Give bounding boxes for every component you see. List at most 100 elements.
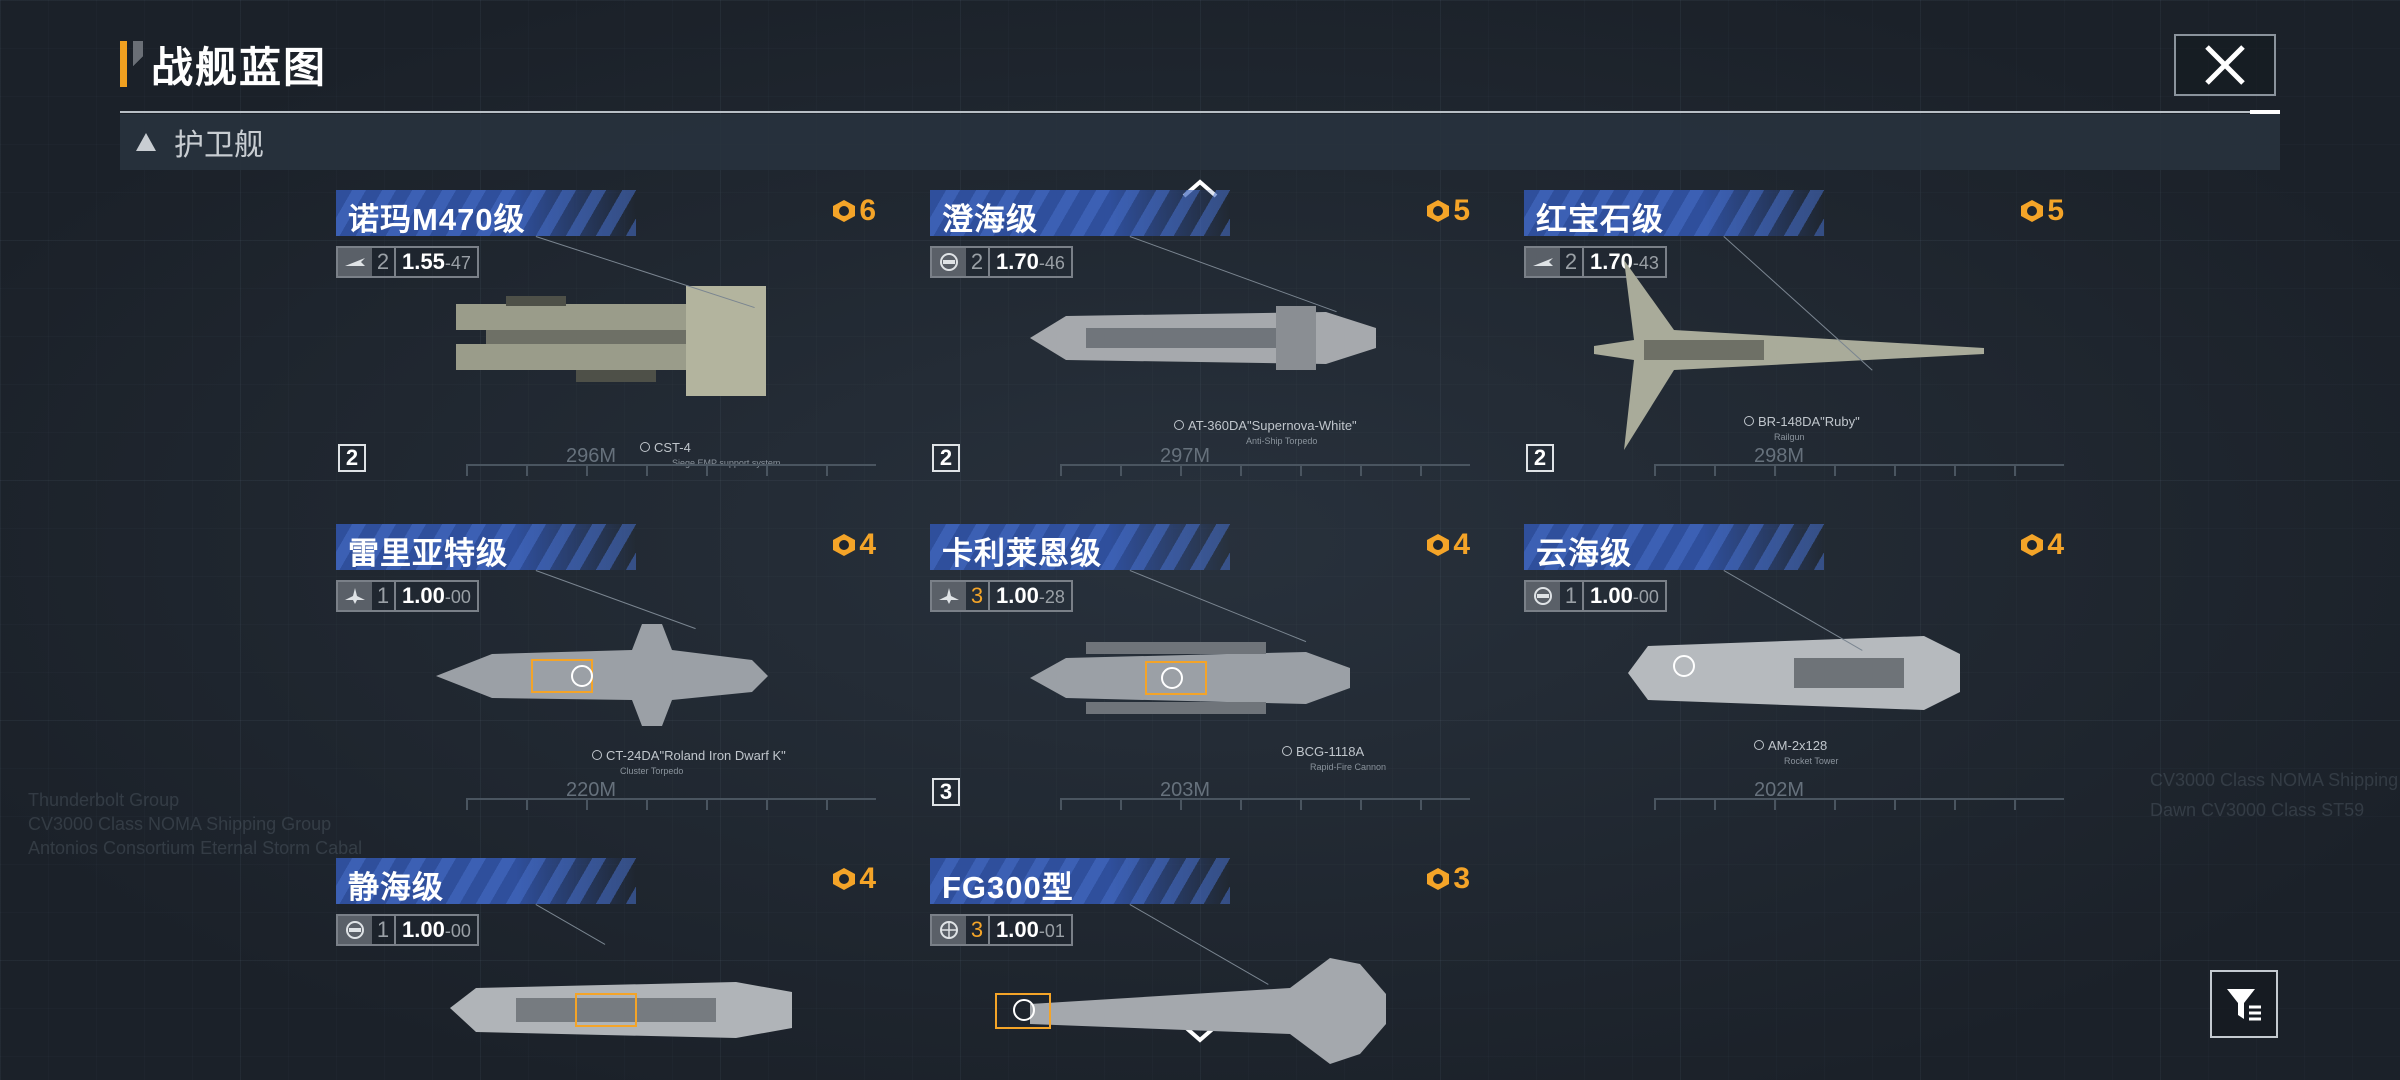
ship-length: 296M xyxy=(566,445,617,467)
ship-blueprint-image xyxy=(1030,306,1376,370)
ship-level: 2 xyxy=(966,248,990,276)
ship-name-banner xyxy=(336,524,636,570)
title-accent-bar xyxy=(120,41,127,87)
ship-name: 红宝石级 xyxy=(1536,202,1664,237)
ship-level: 1 xyxy=(372,916,396,944)
ship-length: 203M xyxy=(1160,779,1211,801)
weapon-type: Rapid-Fire Cannon xyxy=(1310,762,1387,772)
ship-name-banner xyxy=(336,858,636,904)
ship-level: 3 xyxy=(966,916,990,944)
ship-name-banner xyxy=(930,524,1230,570)
command-point-icon xyxy=(2021,534,2044,556)
cost-badge: 4 xyxy=(2019,528,2064,562)
ship-blueprint-image xyxy=(436,624,768,726)
jet-icon xyxy=(1526,248,1560,276)
scale-ticks xyxy=(1060,466,1470,476)
weapon-name: CST-4 xyxy=(654,440,691,455)
cost-value: 5 xyxy=(2047,194,2064,227)
ratio-sub: -01 xyxy=(1038,921,1065,941)
ship-blueprint-image xyxy=(995,958,1386,1064)
close-button[interactable] xyxy=(2174,34,2276,96)
ship-blueprint-image xyxy=(1594,260,1984,450)
ship-level: 1 xyxy=(1560,582,1584,610)
weapon-type: Siege EMP support system xyxy=(672,458,781,468)
ship-stats: 3 1.00-28 xyxy=(930,580,1073,612)
ship-stats: 2 1.70-43 xyxy=(1524,246,1667,278)
ship-stats: 1 1.00-00 xyxy=(1524,580,1667,612)
ship-ratio: 1.55-47 xyxy=(396,248,477,276)
ship-blueprint-image xyxy=(1628,636,1960,710)
cost-value: 4 xyxy=(859,862,876,895)
ship-name-banner xyxy=(1524,190,1824,236)
weapon-name: CT-24DA"Roland Iron Dwarf K" xyxy=(606,748,786,763)
ship-card[interactable]: FG300型 3 3 1.00-01 xyxy=(930,858,1470,1080)
ship-level: 2 xyxy=(1560,248,1584,276)
ship-card[interactable]: 澄海级 5 2 1.70-46 AT-360DA"Supernova-White… xyxy=(930,190,1470,490)
scale-baseline xyxy=(1654,464,2064,466)
weapon-type: Railgun xyxy=(1774,432,1805,442)
close-icon xyxy=(2205,45,2245,85)
ratio-sub: -47 xyxy=(444,253,471,273)
leader-line xyxy=(535,904,606,945)
category-label: 护卫舰 xyxy=(174,129,264,162)
scale-baseline xyxy=(1654,798,2064,800)
scale-ticks xyxy=(1654,466,2064,476)
scale-baseline xyxy=(1060,798,1470,800)
category-header[interactable]: 护卫舰 xyxy=(120,114,2280,170)
scale-ticks xyxy=(1060,800,1470,810)
rank-badge: 2 xyxy=(1526,444,1554,472)
scale-baseline xyxy=(466,464,876,466)
ratio-main: 1.00 xyxy=(996,917,1039,942)
cost-badge: 6 xyxy=(831,194,876,228)
ship-length: 202M xyxy=(1754,779,1805,801)
scale-baseline xyxy=(1060,464,1470,466)
ratio-sub: -00 xyxy=(444,587,471,607)
ship-name: 诺玛M470级 xyxy=(348,202,526,237)
cost-value: 4 xyxy=(2047,528,2064,561)
fighter-icon xyxy=(338,582,372,610)
weapon-marker-icon xyxy=(640,442,650,452)
weapon-type: Cluster Torpedo xyxy=(620,766,684,776)
ship-stats: 2 1.70-46 xyxy=(930,246,1073,278)
cost-badge: 3 xyxy=(1425,862,1470,896)
ship-blueprint-image xyxy=(1030,642,1350,714)
cost-value: 4 xyxy=(1453,528,1470,561)
cost-badge: 5 xyxy=(1425,194,1470,228)
ship-card[interactable]: 卡利莱恩级 4 3 1.00-28 BCG-1118A Rapid-Fire C… xyxy=(930,524,1470,824)
ratio-sub: -43 xyxy=(1632,253,1659,273)
ship-length: 298M xyxy=(1754,445,1805,467)
ship-level: 3 xyxy=(966,582,990,610)
ship-card[interactable]: 雷里亚特级 4 1 1.00-00 CT-24DA"Roland Iron Dw… xyxy=(336,524,876,824)
filter-button[interactable] xyxy=(2210,970,2278,1038)
ratio-main: 1.00 xyxy=(1590,583,1633,608)
globe-icon xyxy=(932,916,966,944)
weapon-marker-icon xyxy=(592,750,602,760)
title-accent-slash xyxy=(133,41,143,87)
shield-ship-icon xyxy=(932,248,966,276)
cost-badge: 4 xyxy=(831,862,876,896)
collapse-arrow-icon xyxy=(136,133,156,151)
ship-name: 云海级 xyxy=(1536,536,1632,571)
ship-name-banner xyxy=(930,858,1230,904)
fighter-icon xyxy=(932,582,966,610)
ship-name: 雷里亚特级 xyxy=(348,536,508,571)
ship-card[interactable]: 诺玛M470级 6 2 1.55-47 CST-4 Siege EMP supp… xyxy=(336,190,876,490)
ship-card[interactable]: 红宝石级 5 2 1.70-43 BR-148DA"Ruby" Railgun … xyxy=(1524,190,2064,490)
ship-name: 卡利莱恩级 xyxy=(942,536,1102,571)
ship-ratio: 1.00-28 xyxy=(990,582,1071,610)
weapon-name: AT-360DA"Supernova-White" xyxy=(1188,418,1357,433)
ship-ratio: 1.00-00 xyxy=(1584,582,1665,610)
ship-stats: 2 1.55-47 xyxy=(336,246,479,278)
cost-value: 4 xyxy=(859,528,876,561)
rank-badge: 3 xyxy=(932,778,960,806)
ship-card[interactable]: 静海级 4 1 1.00-00 xyxy=(336,858,876,1080)
ratio-sub: -28 xyxy=(1038,587,1065,607)
weapon-marker-icon xyxy=(1282,746,1292,756)
weapon-marker-icon xyxy=(1754,740,1764,750)
ship-name: FG300型 xyxy=(942,870,1074,905)
rank-badge: 2 xyxy=(932,444,960,472)
ship-card[interactable]: 云海级 4 1 1.00-00 AM-2x128 Rocket Tower 20… xyxy=(1524,524,2064,824)
weapon-marker-icon xyxy=(1174,420,1184,430)
weapon-type: Anti-Ship Torpedo xyxy=(1246,436,1318,446)
ship-stats: 3 1.00-01 xyxy=(930,914,1073,946)
